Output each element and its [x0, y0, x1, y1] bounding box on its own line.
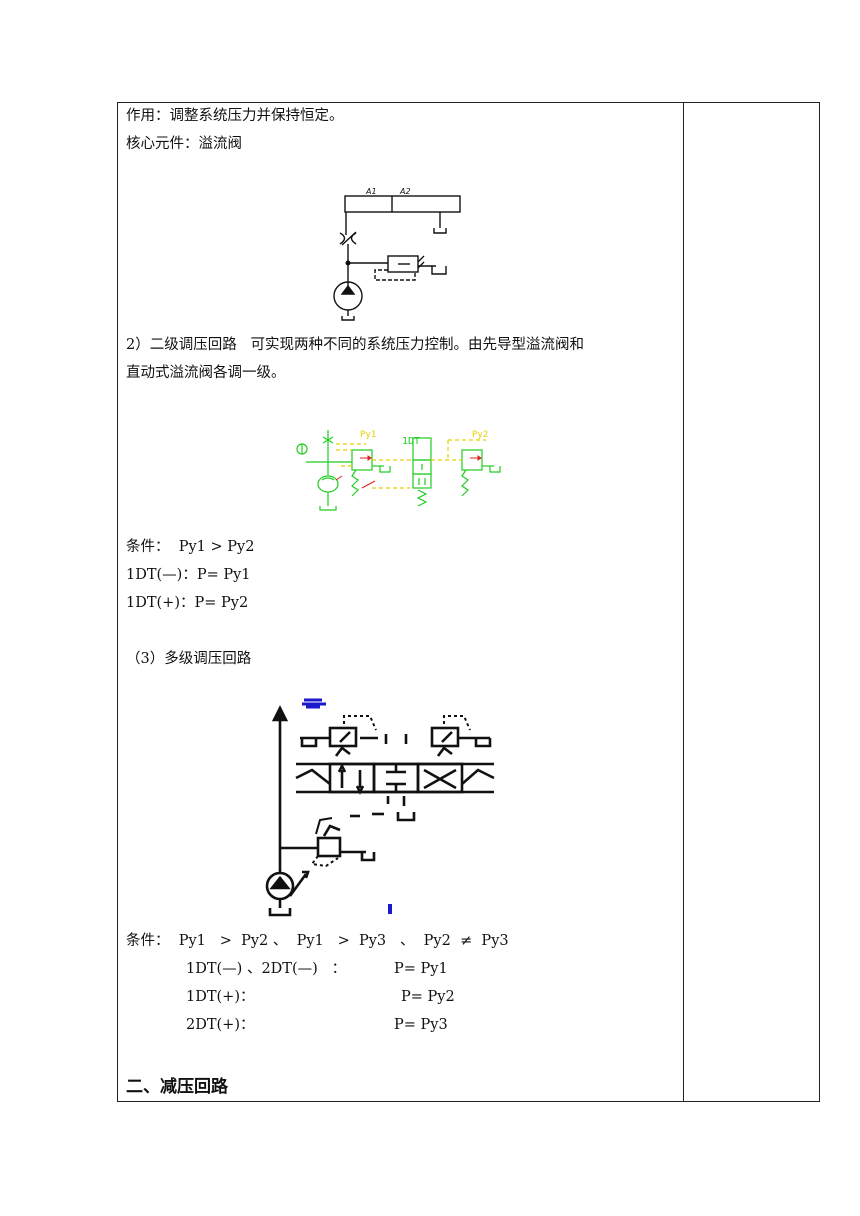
core-component-text: 核心元件：溢流阀: [126, 136, 242, 152]
condition1-1dt-off: 1DT(—)：P= Py1: [126, 567, 251, 583]
content-table: [117, 102, 820, 1102]
diagram1-label-a2: A2: [399, 187, 411, 196]
multi-stage-title: （3）多级调压回路: [126, 651, 252, 667]
diagram2-label-py2: Py2: [472, 430, 488, 440]
two-stage-text-line1: 2）二级调压回路 可实现两种不同的系统压力控制。由先导型溢流阀和: [126, 337, 585, 353]
condition2-text: 条件： Py1 > Py2 、 Py1 > Py3 、 Py2 ≠ Py3: [126, 933, 509, 949]
diagram1-label-a1: A1: [365, 187, 377, 196]
condition1-text: 条件： Py1 > Py2: [126, 539, 255, 555]
function-text: 作用：调整系统压力并保持恒定。: [126, 108, 344, 124]
condition2-1dt-on: 1DT(+)：: [186, 989, 255, 1005]
condition2-both-off-value: P= Py1: [394, 961, 448, 977]
section-heading-pressure-reducing: 二、减压回路: [126, 1077, 228, 1097]
table-column-divider: [683, 102, 684, 1102]
diagram2-label-1dt: 1DT: [402, 436, 420, 447]
two-stage-text-line2: 直动式溢流阀各调一级。: [126, 365, 286, 381]
diagram2-label-py1: Py1: [360, 430, 376, 440]
condition1-1dt-on: 1DT(+)：P= Py2: [126, 595, 249, 611]
condition2-both-off: 1DT(—) 、2DT(—) ：: [186, 961, 347, 977]
condition2-2dt-on: 2DT(+)：: [186, 1017, 255, 1033]
condition2-2dt-on-value: P= Py3: [394, 1017, 448, 1033]
condition2-1dt-on-value: P= Py2: [401, 989, 455, 1005]
